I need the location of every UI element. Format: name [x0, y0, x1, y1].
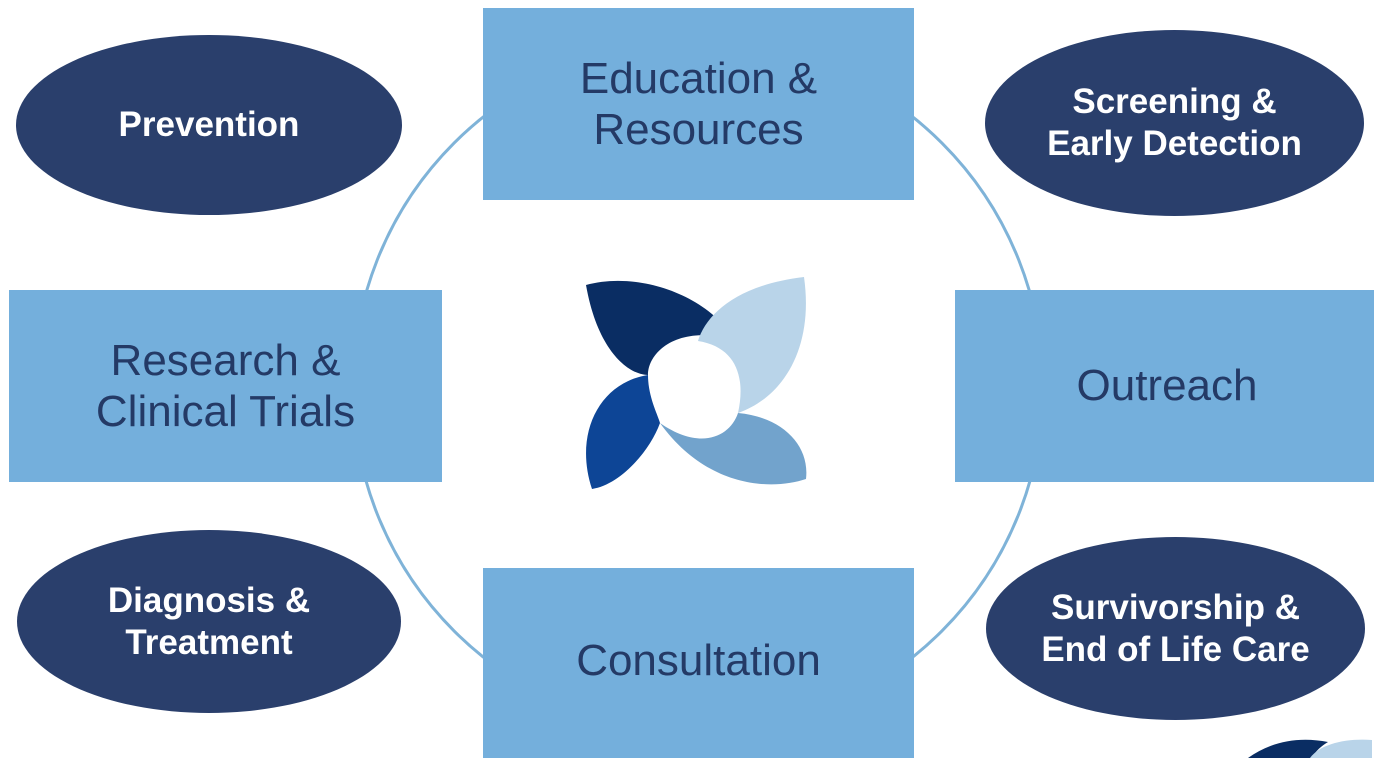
prevention-label: Prevention: [118, 105, 300, 144]
screening-early-detection-oval: Screening & Early Detection: [985, 30, 1364, 216]
corner-logo-icon: [1248, 739, 1372, 758]
outreach-box: Outreach: [955, 290, 1374, 482]
research-clinical-trials-box: Research & Clinical Trials: [9, 290, 442, 482]
screening-early-detection-label: Screening & Early Detection: [1047, 82, 1302, 163]
survivorship-end-of-life-care-oval: Survivorship & End of Life Care: [986, 537, 1365, 720]
four-petal-logo-icon: [586, 277, 807, 489]
consultation-box: Consultation: [483, 568, 914, 758]
education-resources-box: Education & Resources: [483, 8, 914, 200]
education-resources-label: Education & Resources: [579, 53, 818, 154]
prevention-oval: Prevention: [16, 35, 402, 215]
survivorship-end-of-life-care-label: Survivorship & End of Life Care: [1041, 587, 1310, 669]
research-clinical-trials-label: Research & Clinical Trials: [95, 335, 356, 436]
consultation-label: Consultation: [576, 636, 821, 686]
outreach-label: Outreach: [1076, 361, 1258, 411]
diagnosis-treatment-label: Diagnosis & Treatment: [107, 580, 311, 662]
diagnosis-treatment-oval: Diagnosis & Treatment: [17, 530, 401, 713]
